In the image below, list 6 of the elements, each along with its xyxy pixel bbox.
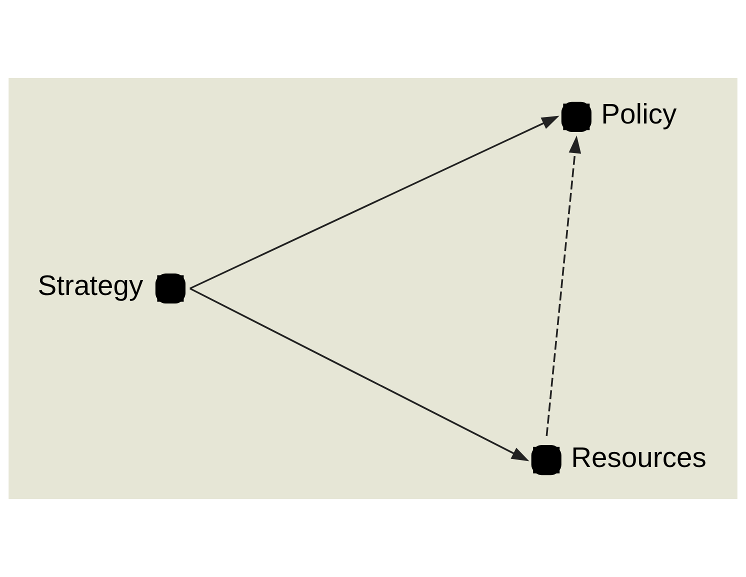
arrow [545, 135, 582, 439]
node-label: Strategy [38, 269, 144, 302]
node-label: Resources [571, 440, 706, 473]
arrow [190, 288, 530, 462]
node-label: Policy [601, 98, 677, 130]
arrow [190, 116, 560, 290]
